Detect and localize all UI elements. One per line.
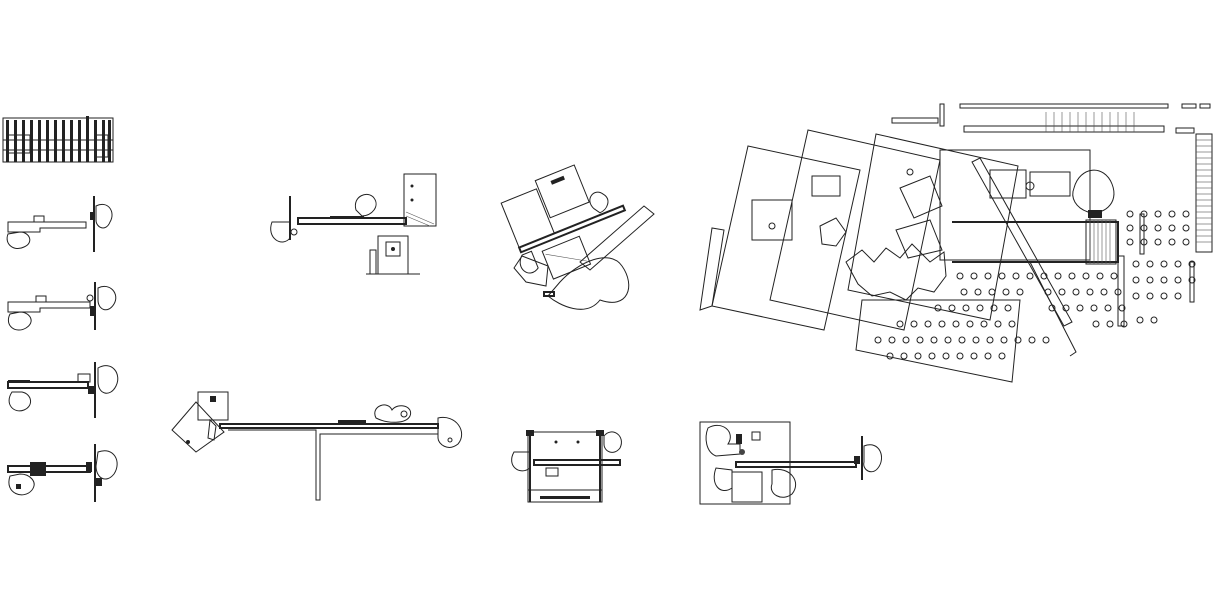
plan-bottom-right xyxy=(699,421,882,505)
plan-row-4 xyxy=(7,444,118,502)
elevation-strip xyxy=(2,116,114,163)
plan-large-site xyxy=(699,103,1213,383)
plan-rotated xyxy=(500,164,655,310)
plan-row-3 xyxy=(7,362,119,418)
plan-center-bottom xyxy=(511,430,622,503)
plan-row-1 xyxy=(6,196,113,252)
plan-center-top xyxy=(270,173,437,275)
plan-row-2 xyxy=(7,282,117,331)
plan-center-long xyxy=(171,391,463,501)
